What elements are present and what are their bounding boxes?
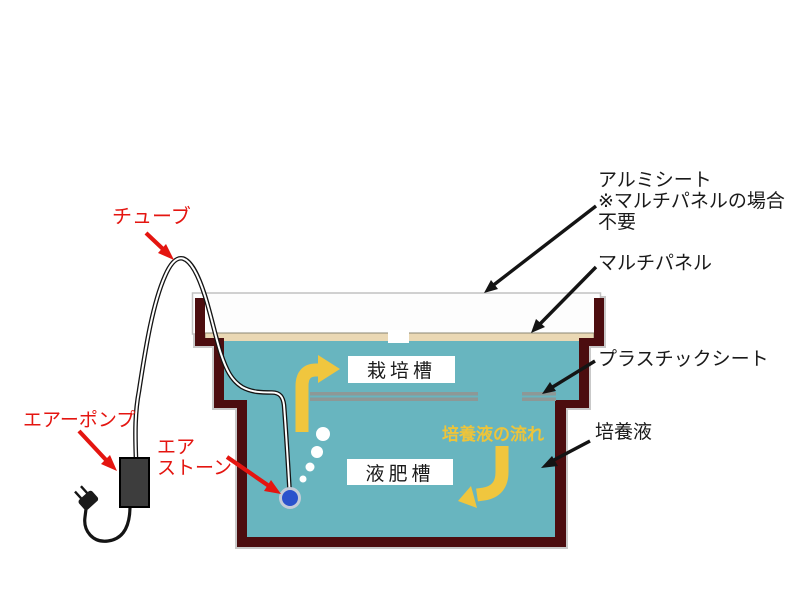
nutrient-solution-label: 培養液 xyxy=(595,422,653,443)
air-stone-arrow xyxy=(225,455,271,488)
power-cord xyxy=(83,505,132,543)
tube-arrowhead-icon xyxy=(158,244,174,260)
aluminum-sheet-arrowhead-icon xyxy=(484,280,498,293)
power-plug-icon xyxy=(74,485,99,510)
black-annotation-arrows xyxy=(484,204,598,468)
flow-arrow-down xyxy=(458,446,509,508)
air-pump-body xyxy=(119,457,150,508)
plastic-sheet-arrow xyxy=(550,359,596,390)
flow-arrow-up xyxy=(295,355,340,432)
container-wall xyxy=(195,298,604,547)
aluminum-sheet-label-line1: アルミシート xyxy=(598,170,712,191)
tube-arrow xyxy=(144,231,166,252)
air-pump-arrowhead-icon xyxy=(101,455,117,471)
air-stone xyxy=(279,487,301,509)
tube-label: チューブ xyxy=(112,206,191,228)
air-stone-label-line2: ストーン xyxy=(157,458,233,479)
cultivation-tank-label: 栽培槽 xyxy=(348,356,455,383)
air-tube xyxy=(133,255,292,490)
plastic-sheet-label: プラスチックシート xyxy=(598,349,769,370)
aluminum-sheet-arrow xyxy=(489,204,598,289)
plastic-sheet-lines xyxy=(310,392,556,401)
aluminum-sheet-label-line3: 不要 xyxy=(598,212,637,233)
aluminum-sheet-label-line2: ※マルチパネルの場合 xyxy=(598,191,785,212)
multi-panel-label: マルチパネル xyxy=(598,253,713,274)
nutrient-flow-label: 培養液の流れ xyxy=(442,425,544,444)
nutrient-solution-arrowhead-icon xyxy=(541,456,558,468)
air-stone-label: エア ストーン xyxy=(157,437,232,479)
air-stone-arrowhead-icon xyxy=(264,480,281,494)
multi-panel-gap xyxy=(388,330,409,343)
air-pump-arrow xyxy=(77,429,109,463)
multi-panel-arrowhead-icon xyxy=(531,319,545,333)
nutrient-solution-arrow xyxy=(551,439,591,463)
air-stone-label-line1: エア xyxy=(157,437,196,458)
red-annotation-arrows xyxy=(77,231,281,494)
air-bubbles xyxy=(299,427,330,483)
aluminum-sheet-label: アルミシート ※マルチパネルの場合 不要 xyxy=(598,170,785,233)
fertilizer-tank-label: 液肥槽 xyxy=(347,459,453,485)
plastic-sheet-arrowhead-icon xyxy=(542,382,556,394)
multi-panel-arrow xyxy=(535,265,598,329)
air-pump-label: エアーポンプ xyxy=(23,410,136,431)
